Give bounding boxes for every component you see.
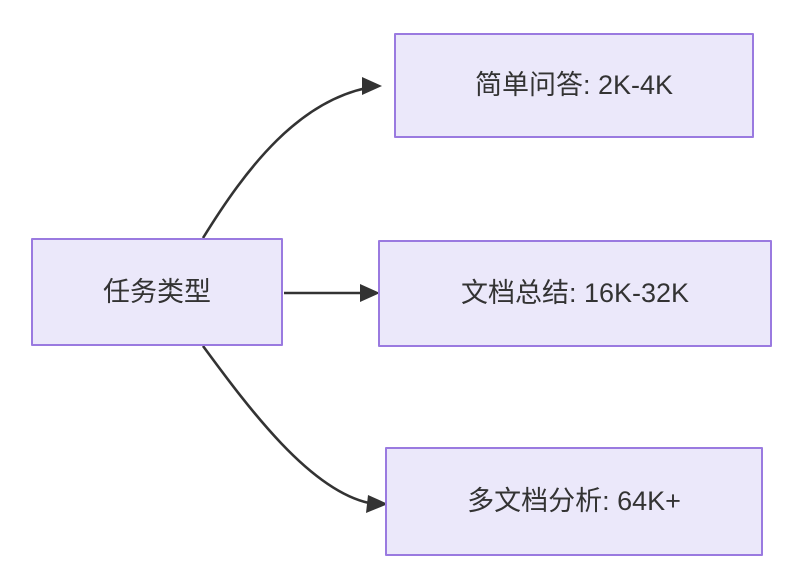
node-label-doc-summary: 文档总结: 16K-32K — [460, 278, 690, 309]
edge-path-simple-qa — [201, 84, 379, 239]
edge-root-doc-summary — [284, 284, 380, 302]
node-doc-summary[interactable]: 文档总结: 16K-32K — [378, 240, 772, 347]
edge-root-simple-qa — [201, 77, 382, 239]
arrow-head-icon-simple-qa — [362, 77, 382, 95]
node-label-task-type: 任务类型 — [103, 276, 211, 307]
edge-root-multi-doc — [201, 345, 388, 513]
node-simple-qa[interactable]: 简单问答: 2K-4K — [394, 33, 754, 138]
node-label-simple-qa: 简单问答: 2K-4K — [474, 70, 674, 101]
edge-path-multi-doc — [201, 345, 370, 505]
arrow-head-icon-doc-summary — [360, 284, 380, 302]
node-task-type[interactable]: 任务类型 — [31, 238, 283, 346]
node-label-multi-doc-analysis: 多文档分析: 64K+ — [467, 486, 681, 517]
node-multi-doc-analysis[interactable]: 多文档分析: 64K+ — [385, 447, 763, 556]
